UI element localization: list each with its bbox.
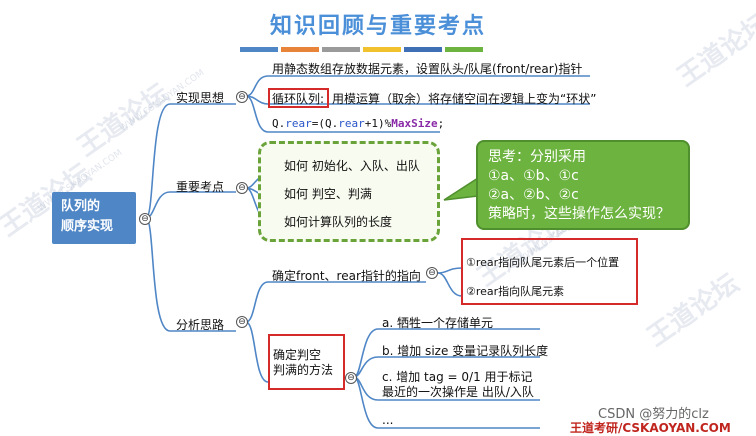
root-node: 队列的 顺序实现 — [52, 192, 136, 244]
method-sacrifice-cell: a. 牺牲一个存储单元 — [382, 316, 493, 330]
code-part: Q. — [272, 117, 286, 130]
callout-line: ②a、②b、②c — [488, 187, 579, 203]
circular-queue-highlight — [268, 88, 329, 108]
method-tag-flag: c. 增加 tag = 0/1 用于标记 最近的一次操作是 出队/入队 — [382, 370, 534, 399]
key-point-length: 如何计算队列的长度 — [284, 215, 393, 229]
code-keyword: rear — [285, 117, 312, 130]
title-color-bar — [322, 47, 360, 52]
code-constant: MaxSize — [391, 117, 438, 130]
impl-item-static-array: 用静态数组存放数据元素，设置队头/队尾(front/rear)指针 — [272, 62, 583, 76]
circular-queue-tag: 循环队列: — [272, 92, 325, 106]
collapse-icon[interactable]: ⊖ — [236, 91, 248, 103]
branch-analysis-label: 分析思路 — [176, 318, 225, 332]
connector-root-branch3 — [145, 217, 171, 332]
key-points-box — [258, 141, 440, 242]
collapse-icon[interactable]: ⊖ — [345, 372, 357, 384]
callout-pointer — [443, 176, 479, 201]
title-color-bar — [404, 47, 442, 52]
title-color-bar — [445, 47, 483, 52]
code-part: ; — [437, 117, 445, 130]
branch-implementation-label: 实现思想 — [176, 91, 225, 105]
method-size-variable: b. 增加 size 变量记录队列长度 — [382, 344, 549, 358]
circular-queue-text: 用模运算（取余）将存储空间在逻辑上变为“环状” — [332, 92, 597, 106]
empty-full-method-highlight — [268, 334, 345, 390]
collapse-icon[interactable]: ⊖ — [139, 213, 151, 225]
callout-line: 策略时，这些操作怎么实现？ — [488, 206, 670, 222]
collapse-icon[interactable]: ⊖ — [236, 182, 248, 194]
branch-key-points-label: 重要考点 — [176, 180, 225, 194]
thinking-callout: 思考：分别采用 ①a、①b、①c ②a、②b、②c 策略时，这些操作怎么实现？ — [476, 140, 690, 230]
callout-line: ①a、①b、①c — [488, 168, 579, 184]
collapse-icon[interactable]: ⊖ — [236, 316, 248, 328]
key-point-empty-full: 如何 判空、判满 — [284, 187, 372, 201]
callout-line: 思考：分别采用 — [488, 149, 586, 165]
pointer-options-highlight — [461, 238, 638, 305]
method-ellipsis: ... — [382, 413, 394, 427]
title-color-bar — [281, 47, 319, 52]
option-rear-after-tail: ①rear指向队尾元素后一个位置 — [466, 256, 620, 269]
cskaoyan-credit: 王道考研/CSKAOYAN.COM — [570, 421, 731, 435]
key-point-init: 如何 初始化、入队、出队 — [284, 159, 420, 173]
csdn-credit: CSDN @努力的clz — [598, 407, 709, 422]
code-modulo-expression: Q.rear=(Q.rear+1)%MaxSize; — [272, 117, 444, 130]
collapse-icon[interactable]: ⊖ — [426, 267, 438, 279]
empty-full-method-label: 确定判空 判满的方法 — [273, 348, 334, 377]
title-color-bar — [363, 47, 401, 52]
title-color-bar — [240, 47, 278, 52]
pointer-direction-label: 确定front、rear指针的指向 — [272, 269, 421, 283]
code-part: =(Q. — [311, 117, 339, 130]
code-keyword: rear — [338, 117, 365, 130]
option-rear-at-tail: ②rear指向队尾元素 — [466, 285, 565, 298]
root-label: 队列的 顺序实现 — [61, 199, 114, 234]
code-part: +1)% — [364, 117, 392, 130]
page-title: 知识回顾与重要考点 — [269, 14, 486, 39]
